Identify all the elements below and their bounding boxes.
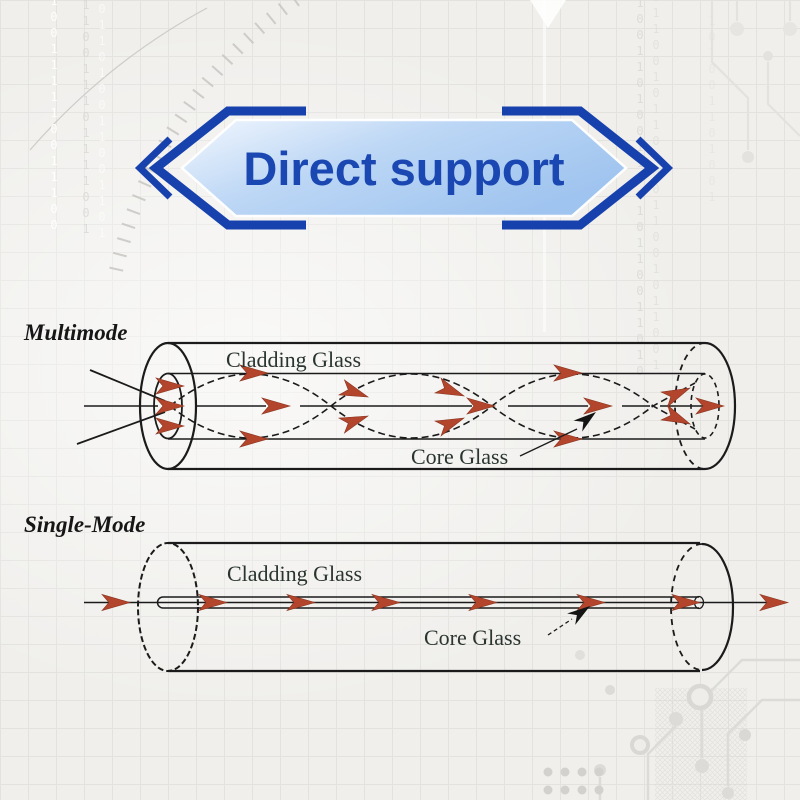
single-mode-diagram: Single-Mode: [24, 512, 789, 673]
banner-bracket-left: [148, 106, 306, 230]
binary-column: 100110100110010110011010: [633, 0, 647, 380]
chevron-left-icon: [134, 136, 173, 200]
down-arrow-icon: [530, 0, 566, 28]
dot-grid: [543, 767, 604, 795]
ray-arrows: [101, 594, 789, 611]
binary-column: 011010011001101: [95, 2, 109, 242]
input-rays: [76, 369, 166, 445]
cladding-glass-label: Cladding Glass: [227, 561, 362, 586]
single-mode-core: [156, 595, 705, 610]
binary-column: 011001011010011001011001: [649, 0, 663, 374]
pointer-arrowhead-icon: [573, 406, 601, 432]
vertical-light-band: [543, 0, 546, 332]
title-banner: Direct support: [134, 106, 674, 230]
dial-tick-arc: [29, 0, 308, 272]
single-mode-cylinder: [137, 541, 735, 673]
pointer-arrowhead-icon: [567, 600, 595, 625]
binary-column: 110011101111001: [79, 0, 93, 238]
circuit-traces-bottom-right: [543, 650, 800, 800]
mode-rays: [169, 373, 696, 439]
binary-column: 100111110011100: [47, 0, 61, 234]
single-mode-title: Single-Mode: [24, 512, 145, 537]
core-glass-label: Core Glass: [424, 625, 521, 650]
banner-body: [180, 118, 628, 218]
core-glass-pointer: [547, 618, 573, 636]
circuit-traces-top-right: [710, 0, 800, 163]
multimode-title: Multimode: [23, 320, 128, 345]
binary-column: 101001101001: [705, 14, 719, 206]
banner-bracket-right: [502, 106, 660, 230]
core-glass-pointer: [519, 428, 578, 457]
core-glass-label: Core Glass: [411, 444, 508, 469]
banner-title: Direct support: [243, 142, 565, 195]
multimode-diagram: Multimode: [23, 320, 737, 471]
cladding-glass-label: Cladding Glass: [226, 347, 361, 372]
